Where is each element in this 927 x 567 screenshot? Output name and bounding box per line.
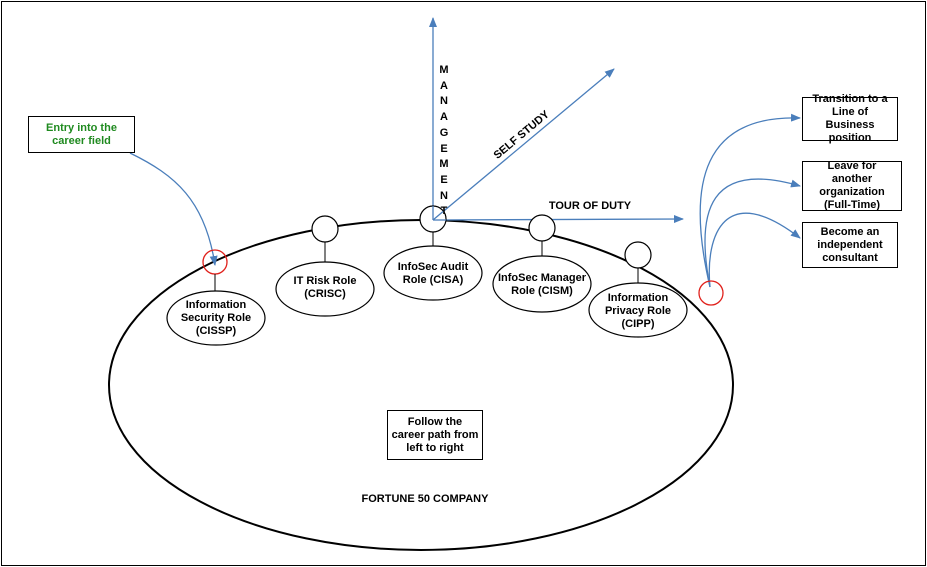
exit-marker [698, 280, 724, 306]
role-ellipse-cipp [588, 282, 688, 338]
role-label-cisa: InfoSec Audit Role (CISA) [397, 261, 469, 286]
management-letter: M [439, 158, 449, 171]
role-label-cism: InfoSec Manager Role (CISM) [497, 272, 587, 297]
role-ellipse-cism [492, 255, 592, 313]
center-note-text: Follow the career path from left to righ… [391, 415, 479, 454]
entry-box-text: Entry into the career field [46, 121, 117, 147]
role-node-cipp [624, 241, 652, 269]
exit-text-consultant: Become an independent consultant [817, 225, 883, 264]
self-study-arrow [432, 68, 615, 221]
tour-of-duty-arrow [432, 215, 684, 224]
management-letter: M [439, 64, 449, 76]
management-letter: G [439, 126, 449, 139]
entry-arrow [129, 152, 218, 266]
management-letter: N [440, 95, 448, 108]
role-label-crisc: IT Risk Role (CRISC) [293, 275, 357, 300]
management-letter: A [440, 79, 448, 92]
role-ellipse-crisc [275, 261, 375, 317]
management-letter: E [440, 173, 448, 186]
role-label-cissp: Information Security Role (CISSP) [180, 298, 252, 337]
company-label: FORTUNE 50 COMPANY [361, 493, 489, 505]
management-letter: N [440, 189, 448, 202]
role-node-cism [528, 214, 556, 242]
management-letter: T [440, 205, 448, 218]
entry-box: Entry into the career field [28, 116, 135, 153]
cisa-node-ray-2 [432, 208, 447, 221]
exit-text-organization: Leave for another organization (Full-Tim… [819, 160, 885, 211]
exit-text-business: Transition to a Line of Business positio… [812, 93, 888, 144]
role-label-cipp: Information Privacy Role (CIPP) [604, 291, 672, 330]
management-letter: E [440, 142, 448, 155]
exit-box-business: Transition to a Line of Business positio… [802, 93, 898, 144]
exit-arrow-consultant [708, 212, 801, 288]
role-ellipse-cisa [383, 245, 483, 301]
exit-box-organization: Leave for another organization (Full-Tim… [802, 160, 902, 211]
role-node-crisc [311, 215, 339, 243]
exit-arrow-organization [704, 178, 801, 288]
role-ellipse-cissp [166, 290, 266, 346]
exit-arrow-business [699, 113, 801, 288]
center-note-box: Follow the career path from left to righ… [387, 410, 483, 460]
tour-of-duty-label: TOUR OF DUTY [548, 200, 632, 212]
exit-box-consultant: Become an independent consultant [802, 222, 898, 268]
management-letter: A [440, 111, 448, 124]
